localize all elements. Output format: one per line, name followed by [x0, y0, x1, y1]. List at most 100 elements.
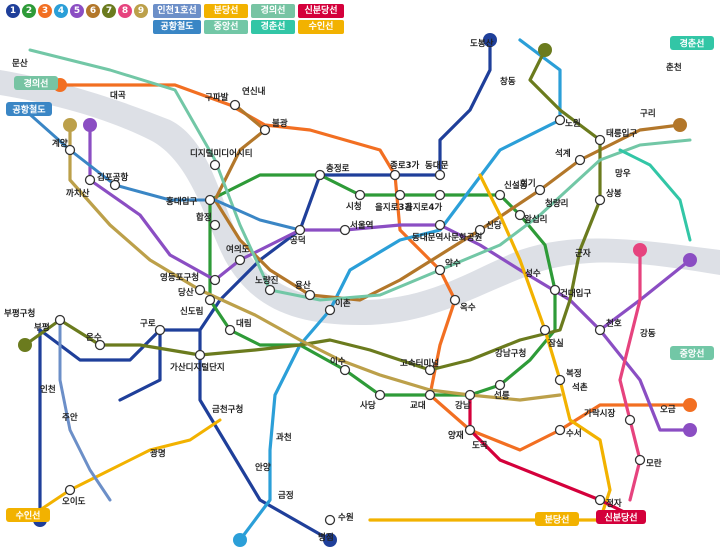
label-isu[interactable]: 이수 — [330, 356, 346, 367]
label-yeongdeungpo[interactable]: 영등포구청 — [160, 272, 199, 283]
station-seokgye-marker[interactable] — [574, 154, 586, 166]
station-sangbong-marker[interactable] — [594, 194, 606, 206]
label-dangsan[interactable]: 당산 — [178, 287, 194, 298]
label-gosok[interactable]: 고속터미널 — [400, 358, 439, 369]
label-seokchon[interactable]: 석촌 — [572, 382, 588, 393]
station-yongsan-marker[interactable] — [304, 289, 316, 301]
label-sindorim[interactable]: 신도림 — [180, 306, 203, 317]
label-hapjeong[interactable]: 합정 — [196, 212, 212, 223]
label-changdong[interactable]: 창동 — [500, 76, 516, 87]
label-cheongnyangni[interactable]: 청량리 — [545, 198, 568, 209]
label-ogeum[interactable]: 오금 — [660, 405, 676, 415]
station-oksu-marker[interactable] — [449, 294, 461, 306]
station-gimpo-marker[interactable] — [109, 179, 121, 191]
label-hongdae[interactable]: 홍대입구 — [166, 196, 197, 207]
station-yangjae-marker[interactable] — [464, 424, 476, 436]
label-ichon[interactable]: 이촌 — [335, 298, 351, 309]
label-yeonsinnae[interactable]: 연신내 — [242, 86, 266, 97]
station-nowon-marker[interactable] — [554, 114, 566, 126]
station-ichon-marker[interactable] — [324, 304, 336, 316]
station-bokjeong-marker[interactable] — [554, 374, 566, 386]
station-jongno3ga-marker[interactable] — [389, 169, 401, 181]
label-garak[interactable]: 가락시장 — [584, 408, 615, 419]
label-bupyeonggucheong[interactable]: 부평구청 — [4, 308, 35, 319]
station-sicheong-marker[interactable] — [354, 189, 366, 201]
label-sindang[interactable]: 신당 — [486, 220, 502, 231]
station-wangsimni-marker[interactable] — [514, 209, 526, 221]
legend-gyeongchun[interactable]: 경춘선 — [251, 20, 295, 34]
legend-jungang[interactable]: 중앙선 — [204, 20, 248, 34]
legend-suin[interactable]: 수인선 — [298, 20, 344, 34]
label-yeouido[interactable]: 여의도 — [226, 244, 250, 255]
label-bupyeong[interactable]: 부평 — [34, 322, 50, 333]
label-jamsil[interactable]: 잠실 — [548, 338, 564, 349]
legend-sinbundang[interactable]: 신분당선 — [298, 4, 344, 18]
station-yeonsinnae-marker[interactable] — [229, 99, 241, 111]
legend-bundang[interactable]: 분당선 — [204, 4, 248, 18]
legend-line-5[interactable]: 5 — [70, 4, 84, 18]
station-sinseoldong-marker[interactable] — [494, 189, 506, 201]
label-dobongsan[interactable]: 도봉산 — [470, 38, 494, 49]
station-bulgwang-marker[interactable] — [259, 124, 271, 136]
station-moran-marker[interactable] — [634, 454, 646, 466]
label-konkuk[interactable]: 건대입구 — [560, 288, 591, 299]
label-euljiro4ga[interactable]: 을지로4가 — [405, 202, 442, 213]
label-gwacheon[interactable]: 과천 — [276, 432, 292, 443]
label-daegok[interactable]: 대곡 — [110, 90, 126, 101]
station-bupyeonggucheong-marker[interactable] — [54, 314, 66, 326]
station-jamsil-marker[interactable] — [539, 324, 551, 336]
station-jeongja-marker[interactable] — [594, 494, 606, 506]
label-noryangjin[interactable]: 노량진 — [255, 275, 279, 286]
station-guro-marker[interactable] — [154, 324, 166, 336]
legend-line-3[interactable]: 3 — [38, 4, 52, 18]
label-suseo[interactable]: 수서 — [566, 428, 582, 439]
label-chuncheon[interactable]: 춘천 — [666, 62, 682, 73]
station-daerim-marker[interactable] — [224, 324, 236, 336]
label-nowon[interactable]: 노원 — [565, 118, 581, 129]
label-juan[interactable]: 주안 — [62, 412, 78, 423]
label-anyang[interactable]: 안양 — [255, 462, 271, 473]
label-kkachisan[interactable]: 까치산 — [66, 188, 90, 199]
label-taereung[interactable]: 태릉입구 — [606, 128, 637, 139]
label-onsu[interactable]: 온수 — [86, 333, 102, 343]
station-seolleung-marker[interactable] — [494, 379, 506, 391]
label-gongdeok[interactable]: 공덕 — [290, 235, 306, 246]
station-hoegi-marker[interactable] — [534, 184, 546, 196]
label-guri[interactable]: 구리 — [640, 108, 656, 119]
label-mangu[interactable]: 망우 — [615, 168, 631, 179]
label-euljiro3ga[interactable]: 을지로3가 — [375, 202, 412, 213]
label-sinseoldong[interactable]: 신설동 — [504, 180, 528, 191]
station-ddp-marker[interactable] — [434, 219, 446, 231]
label-moran[interactable]: 모란 — [646, 458, 662, 469]
label-seoulstation[interactable]: 서울역 — [350, 220, 373, 231]
station-oido-marker[interactable] — [64, 484, 76, 496]
legend-incheon1[interactable]: 인천1호선 — [153, 4, 201, 18]
label-byeongjeom[interactable]: 병점 — [318, 532, 334, 543]
station-yeouido-marker[interactable] — [234, 254, 246, 266]
label-dmc[interactable]: 디지털미디어시티 — [190, 148, 253, 159]
label-gangdong[interactable]: 강동 — [640, 328, 656, 339]
station-euljiro4ga-marker[interactable] — [434, 189, 446, 201]
legend-airport[interactable]: 공항철도 — [153, 20, 201, 34]
legend-line-2[interactable]: 2 — [22, 4, 36, 18]
station-yaksu-marker[interactable] — [434, 264, 446, 276]
label-sicheong[interactable]: 시청 — [346, 201, 362, 212]
legend-line-8[interactable]: 8 — [118, 4, 132, 18]
label-bulgwang[interactable]: 불광 — [272, 118, 288, 129]
station-euljiro3ga-marker[interactable] — [394, 189, 406, 201]
label-munsan[interactable]: 문산 — [12, 58, 28, 69]
label-seongsu[interactable]: 성수 — [525, 268, 541, 279]
label-gyeyang[interactable]: 계양 — [52, 138, 68, 149]
station-yeongdeungpo-marker[interactable] — [209, 274, 221, 286]
label-suwon[interactable]: 수원 — [338, 512, 354, 523]
station-gangnam-marker[interactable] — [464, 389, 476, 401]
station-suseo-marker[interactable] — [554, 424, 566, 436]
label-gangnam[interactable]: 강남 — [455, 400, 471, 411]
station-taereung-marker[interactable] — [594, 134, 606, 146]
station-garak-marker[interactable] — [624, 414, 636, 426]
legend-gyeongui[interactable]: 경의선 — [251, 4, 295, 18]
station-isu-marker[interactable] — [339, 364, 351, 376]
label-oido[interactable]: 오이도 — [62, 496, 86, 507]
label-gunja[interactable]: 군자 — [575, 248, 591, 259]
label-gimpo[interactable]: 김포공항 — [97, 172, 128, 183]
